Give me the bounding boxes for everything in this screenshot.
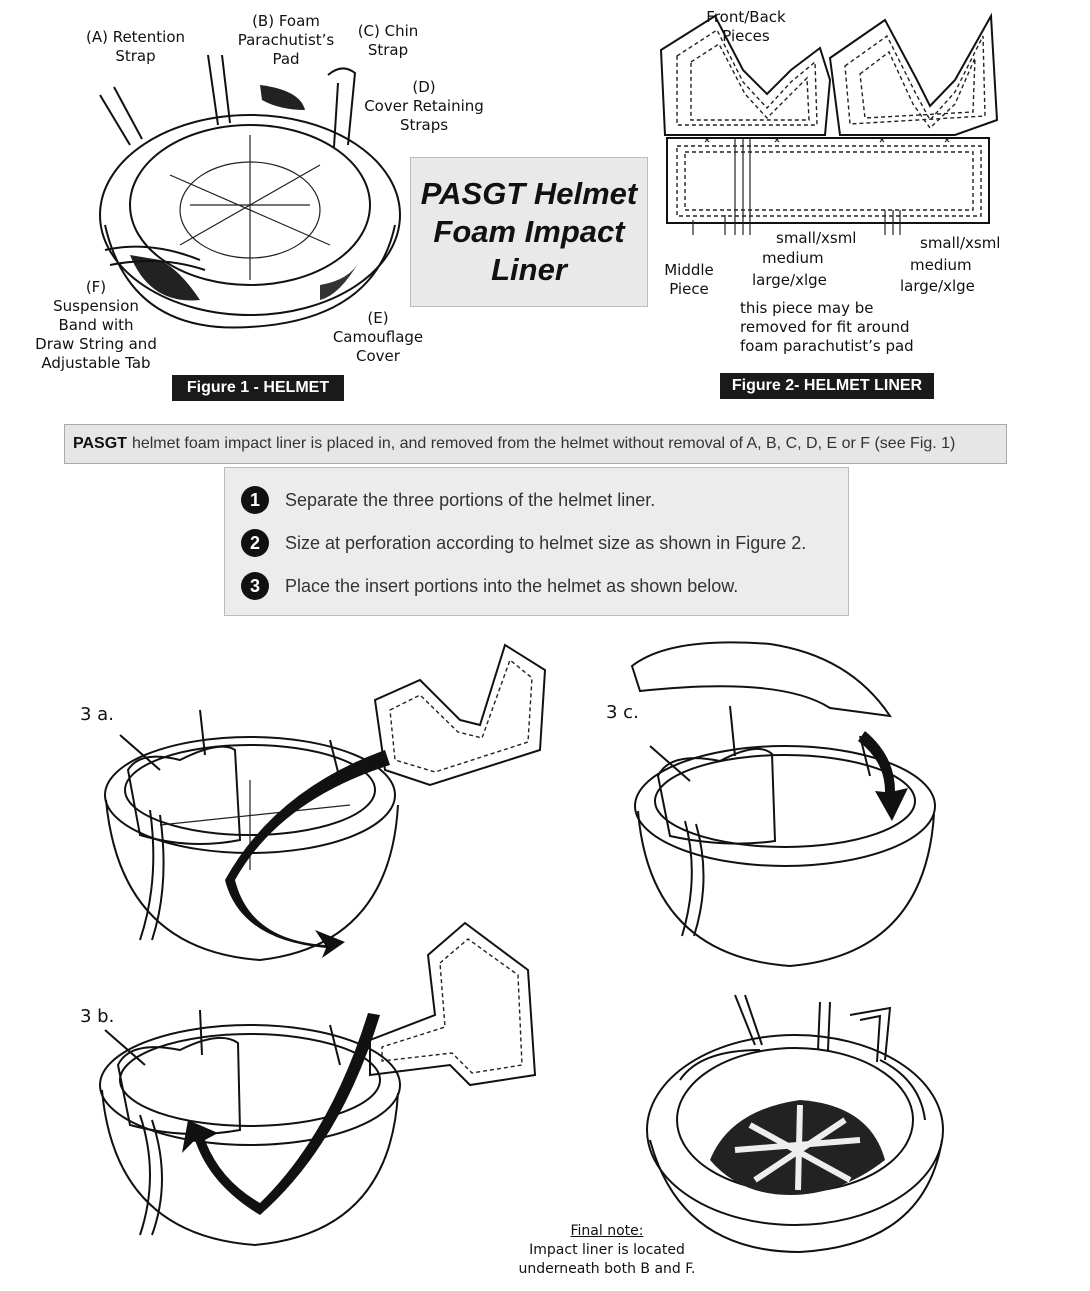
size-right-medium: medium (910, 256, 972, 274)
step-text: Place the insert portions into the helme… (285, 575, 739, 596)
size-left-large: large/xlge (752, 271, 827, 289)
note-bold-prefix: PASGT (73, 435, 127, 452)
step-3: 3 Place the insert portions into the hel… (241, 572, 738, 600)
final-note-title: Final note: (570, 1223, 644, 1239)
size-right-small: small/xsml (920, 234, 1001, 252)
step-3b-label: 3 b. (80, 1006, 115, 1027)
title-line-3: Liner (491, 252, 567, 287)
instruction-note-bar: PASGT helmet foam impact liner is placed… (64, 424, 1007, 464)
step-3a-drawing (104, 643, 547, 962)
liner-pieces-drawing (659, 12, 999, 235)
title-box: PASGT Helmet Foam Impact Liner (410, 157, 648, 307)
size-right-large: large/xlge (900, 277, 975, 295)
step-number-badge: 1 (241, 486, 269, 514)
step-3a-label: 3 a. (80, 704, 114, 725)
title-line-1: PASGT Helmet (420, 176, 638, 211)
step-3c-label: 3 c. (606, 702, 639, 723)
step-3c-drawing (630, 641, 936, 968)
figure2-caption: Figure 2- HELMET LINER (720, 373, 934, 399)
helmet-figure-drawing (99, 55, 401, 329)
step-3b-drawing (99, 921, 537, 1247)
title-line-2: Foam Impact (433, 214, 625, 249)
step-2: 2 Size at perforation according to helme… (241, 529, 806, 557)
final-helmet-drawing (646, 994, 944, 1254)
note-text: helmet foam impact liner is placed in, a… (131, 435, 956, 452)
steps-panel: 1 Separate the three portions of the hel… (224, 467, 849, 616)
step-text: Size at perforation according to helmet … (285, 532, 807, 553)
step-number-badge: 2 (241, 529, 269, 557)
size-left-small: small/xsml (776, 229, 857, 247)
step-text: Separate the three portions of the helme… (285, 489, 656, 510)
size-left-medium: medium (762, 249, 824, 267)
step-number-badge: 3 (241, 572, 269, 600)
figure1-caption: Figure 1 - HELMET (172, 375, 344, 401)
step-1: 1 Separate the three portions of the hel… (241, 486, 655, 514)
